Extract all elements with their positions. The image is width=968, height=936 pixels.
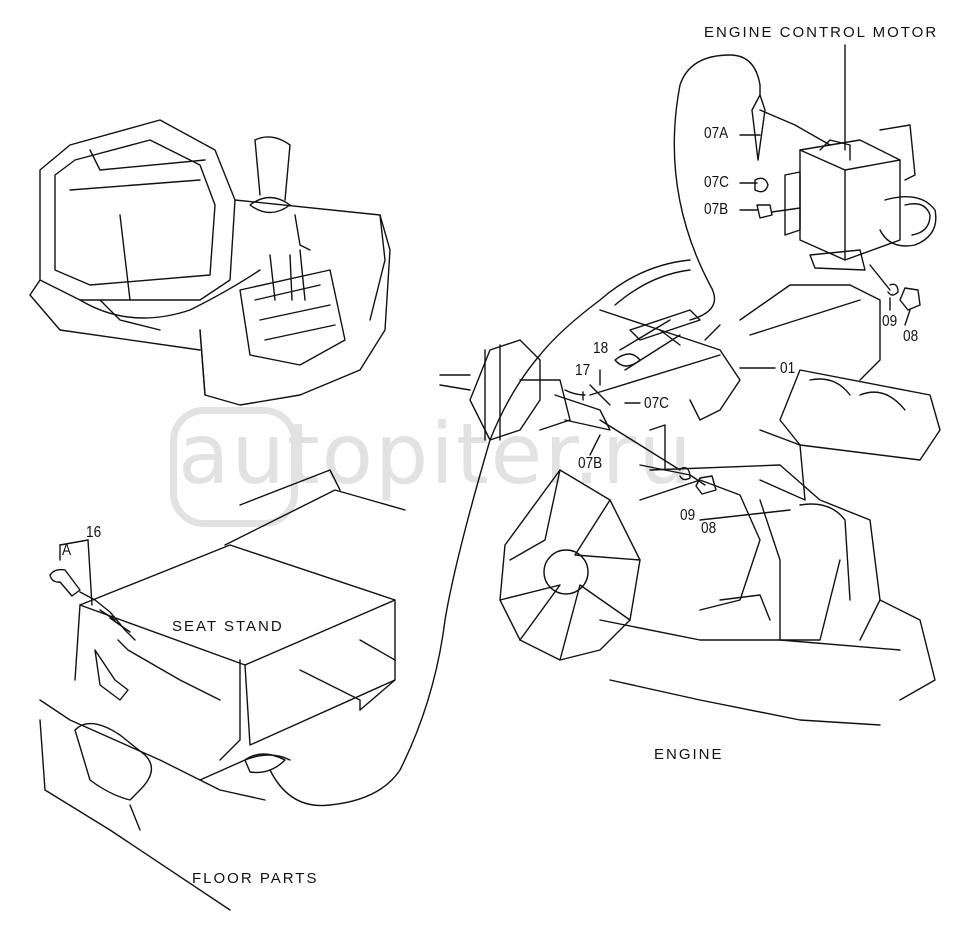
part-07c-mid: 07C (644, 395, 669, 412)
part-07b-top: 07B (704, 201, 729, 218)
part-09-bottom: 09 (680, 507, 696, 524)
part-07b-mid: 07B (578, 455, 603, 472)
part-07c-top: 07C (704, 174, 729, 191)
seat-stand-drawing (74, 469, 406, 746)
throttle-lever-drawing (49, 539, 221, 701)
part-08-bottom: 08 (701, 520, 717, 537)
throttle-cable (269, 259, 691, 807)
part-16: 16 (86, 524, 102, 541)
part-07a: 07A (704, 125, 729, 142)
seat-stand-label: SEAT STAND (172, 618, 284, 635)
part-18: 18 (593, 340, 609, 357)
part-09-top: 09 (882, 313, 898, 330)
part-01: 01 (780, 360, 796, 377)
watermark-logo (170, 407, 298, 527)
floor-parts-drawing (39, 659, 291, 911)
floor-parts-label: FLOOR PARTS (192, 870, 319, 887)
part-a: A (62, 542, 72, 559)
engine-control-motor-label: ENGINE CONTROL MOTOR (704, 24, 939, 41)
engine-drawing (439, 284, 941, 726)
control-cable (673, 54, 761, 321)
engine-label: ENGINE (654, 746, 724, 763)
part-08-top: 08 (903, 328, 919, 345)
engine-control-motor-drawing (751, 44, 937, 311)
excavator-overview (29, 119, 391, 406)
part-17: 17 (575, 362, 591, 379)
